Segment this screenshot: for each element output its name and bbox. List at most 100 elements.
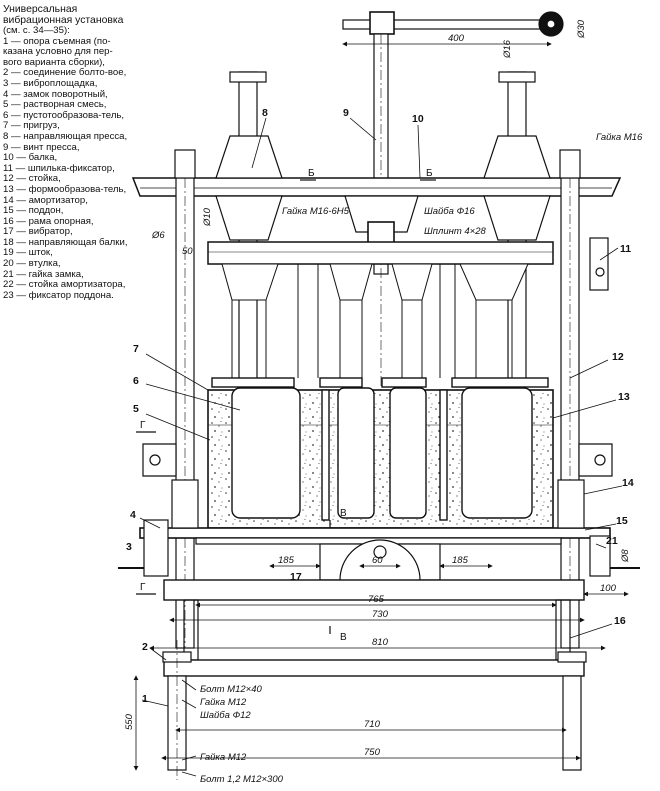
- label-washer-16: Шайба Ф16: [424, 206, 475, 217]
- press-plungers: [221, 263, 529, 378]
- callout-17: 17: [290, 571, 302, 583]
- dim-d30: Ø30: [576, 19, 587, 39]
- legend-item: 14 — амортизатор,: [3, 194, 88, 206]
- callout-numbers: 8 9 10 11 7 6 5 4 3 12 13 14 15 21 2 1 1…: [126, 107, 634, 705]
- legend-item: 2 — соединение болто-вое,: [3, 67, 127, 79]
- section-v-top: В: [340, 508, 347, 519]
- stand-left: [174, 149, 196, 649]
- callout-11: 11: [620, 243, 631, 255]
- dim-185-right: 185: [452, 555, 469, 566]
- legend-ref: (см. с. 34—35):: [3, 25, 70, 36]
- legend: Универсальная вибрационная установка (см…: [3, 4, 131, 301]
- label-nut-m12-a: Гайка М12: [200, 697, 247, 708]
- dim-550: 550: [124, 713, 135, 730]
- dim-400: 400: [448, 33, 465, 44]
- legend-item: 18 — направляющая балки,: [3, 236, 128, 248]
- label-bolt-m12x40: Болт М12×40: [200, 684, 262, 695]
- dimension-lines: [133, 41, 629, 771]
- callout-1: 1: [142, 693, 148, 705]
- vibration-table: [139, 527, 611, 581]
- legend-item: 13 — формообразова-тель,: [3, 183, 127, 195]
- dim-730: 730: [372, 609, 389, 620]
- callout-12: 12: [612, 351, 624, 363]
- callout-3: 3: [126, 541, 132, 553]
- legend-item: 5 — растворная смесь,: [3, 99, 107, 111]
- callout-21: 21: [606, 535, 618, 547]
- legend-item: 6 — пустотообразова-тель,: [3, 109, 125, 121]
- dim-d8: Ø8: [620, 549, 631, 563]
- press-nut-housing: [344, 195, 419, 245]
- callout-10: 10: [412, 113, 424, 125]
- dim-60: 60: [372, 555, 383, 566]
- section-b-left: Б: [308, 168, 315, 179]
- callout-9: 9: [343, 107, 349, 119]
- dim-185-left: 185: [278, 555, 295, 566]
- side-bracket-left: [142, 443, 177, 477]
- label-washer-12: Шайба Ф12: [200, 710, 251, 721]
- legend-item: 8 — направляющая пресса,: [3, 130, 128, 142]
- legend-item: 11 — шпилька-фиксатор,: [3, 162, 115, 174]
- hardware-labels: Гайка М16 Гайка М16-6Н5 Шайба Ф16 Шплинт…: [200, 132, 643, 785]
- guide-housing-left: [215, 135, 283, 241]
- label-nut-m12-b: Гайка М12: [200, 752, 247, 763]
- legend-item: 10 — балка,: [3, 152, 58, 164]
- legend-item: 9 — винт пресса,: [3, 141, 80, 153]
- support-frame: [163, 579, 585, 677]
- callout-16: 16: [614, 615, 626, 627]
- lock-left: [118, 519, 169, 577]
- callout-14: 14: [622, 477, 634, 489]
- dim-50: 50: [182, 246, 193, 257]
- legend-item: 4 — замок поворотный,: [3, 88, 108, 100]
- legend-title: Универсальная вибрационная установка: [3, 4, 124, 26]
- shock-absorbers: [171, 479, 585, 529]
- callout-13: 13: [618, 391, 630, 403]
- lock-right: [589, 535, 640, 577]
- dim-100: 100: [600, 583, 617, 594]
- callout-5: 5: [133, 403, 139, 415]
- section-g-bottom: Г: [140, 582, 146, 593]
- legend-item: 1 — опора съемная (по-казана условно для…: [3, 35, 113, 68]
- leg-right: [557, 651, 587, 771]
- stand-right: [559, 149, 581, 649]
- legend-item: 7 — пригруз,: [3, 120, 60, 132]
- section-v-bottom: В: [340, 632, 347, 643]
- label-bolt-bottom: Болт 1,2 М12×300: [200, 774, 284, 785]
- legend-item: 20 — втулка,: [3, 258, 61, 270]
- dim-d10: Ø10: [202, 207, 213, 227]
- dim-d16: Ø16: [502, 39, 513, 59]
- legend-item: 22 — стойка амортизатора,: [3, 279, 126, 291]
- side-bracket-right: [578, 237, 613, 477]
- callout-8: 8: [262, 107, 268, 119]
- dim-d6: Ø6: [151, 230, 165, 241]
- label-pin: Шплинт 4×28: [424, 226, 487, 237]
- callout-2: 2: [142, 641, 148, 653]
- label-nut-m16: Гайка М16: [596, 132, 643, 143]
- beam-top: [131, 177, 622, 197]
- dim-810: 810: [372, 637, 389, 648]
- dim-750: 750: [364, 747, 381, 758]
- callout-6: 6: [133, 375, 139, 387]
- section-b-right: Б: [426, 168, 433, 179]
- legend-item: 3 — виброплощадка,: [3, 77, 98, 89]
- legend-item: 17 — вибратор,: [3, 226, 73, 238]
- callout-7: 7: [133, 343, 139, 355]
- void-formers: [231, 387, 533, 521]
- legend-item: 16 — рама опорная,: [3, 215, 94, 227]
- leader-lines: [139, 117, 623, 777]
- weight-plates: [211, 377, 549, 388]
- legend-item: 21 — гайка замка,: [3, 268, 84, 280]
- section-g-top: Г: [140, 420, 146, 431]
- section-marks: [136, 179, 436, 634]
- label-nut-m16-6n5: Гайка М16-6Н5: [282, 206, 350, 217]
- legend-item: 23 — фиксатор поддона.: [3, 289, 114, 301]
- leg-left: [162, 640, 192, 780]
- guide-housing-right: [483, 135, 551, 241]
- callout-15: 15: [616, 515, 628, 527]
- platen-beam: [207, 241, 554, 265]
- callout-4: 4: [130, 509, 136, 521]
- dimension-values: 400 Ø16 Ø30 Ø10 Ø6 50 Ø8 185 60 185 765 …: [124, 19, 631, 758]
- legend-item: 19 — шток,: [3, 247, 53, 259]
- legend-item: 15 — поддон,: [3, 205, 64, 217]
- dim-765: 765: [368, 594, 385, 605]
